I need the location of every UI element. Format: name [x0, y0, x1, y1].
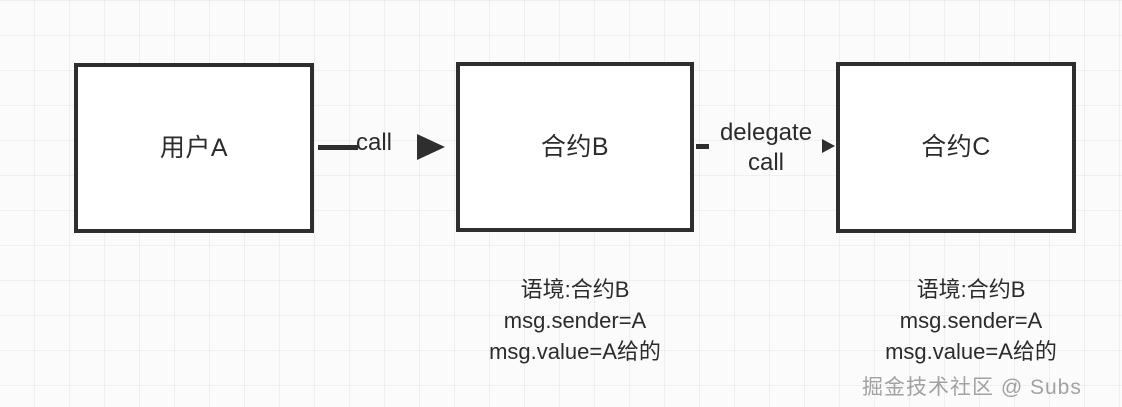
- annotation-contract-c: 语境:合约B msg.sender=A msg.value=A给的: [840, 274, 1102, 368]
- annotation-contract-c-line2: msg.sender=A: [899, 308, 1043, 334]
- node-contract-b-label: 合约B: [540, 132, 610, 161]
- annotation-contract-b-line1: 语境:合约B: [520, 277, 630, 302]
- annotation-contract-b: 语境:合约B msg.sender=A msg.value=A给的: [444, 274, 706, 368]
- node-contract-c[interactable]: 合约C: [836, 62, 1076, 233]
- edge-delegatecall-label-line2: call: [747, 149, 784, 176]
- watermark: 掘金技术社区 @ Subs: [862, 376, 1082, 399]
- edge-call-label: call: [356, 129, 393, 156]
- arrowhead-icon: [417, 134, 445, 160]
- node-contract-c-label: 合约C: [921, 133, 991, 161]
- edge-delegatecall-line: [696, 144, 709, 149]
- annotation-contract-b-line2: msg.sender=A: [503, 308, 647, 334]
- arrowhead-icon: [822, 139, 835, 153]
- edge-call-line: [318, 145, 358, 150]
- annotation-contract-b-line3: msg.value=A给的: [489, 339, 661, 365]
- edge-delegatecall-label-line1: delegate: [719, 119, 813, 146]
- annotation-contract-c-line1: 语境:合约B: [916, 277, 1026, 302]
- edge-delegatecall-label: delegate call: [704, 118, 828, 178]
- node-user-a-label: 用户A: [159, 133, 229, 162]
- node-contract-b[interactable]: 合约B: [456, 62, 694, 232]
- node-user-a[interactable]: 用户A: [74, 63, 314, 233]
- annotation-contract-c-line3: msg.value=A给的: [885, 339, 1057, 365]
